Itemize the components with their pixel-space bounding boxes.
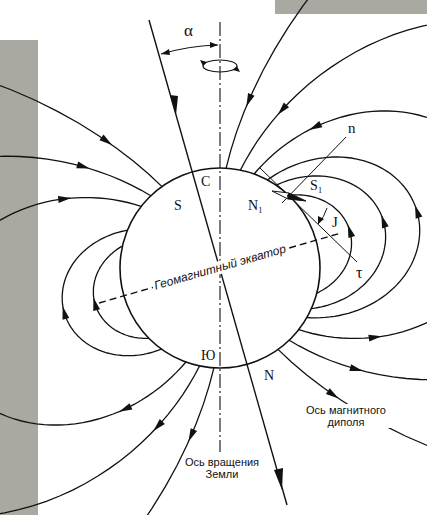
symbol-label: N₁ [246,198,265,213]
symbol-label: α [182,22,195,41]
normal-line [282,135,348,203]
needle-half [272,191,289,199]
field-arrow [415,205,422,218]
field-arrow [246,93,254,106]
axis-caption: Ось вращения Земли [182,456,262,480]
symbol-label: J [330,214,340,231]
needle-pivot [287,194,291,198]
field-arrow [189,428,198,441]
symbol-label: S₁ [308,178,325,193]
field-arrow [93,298,100,311]
geomagnetic-equator [99,233,341,303]
field-arrow [119,403,132,412]
field-arrow [76,162,89,169]
field-arrow [99,135,112,145]
field-arrow [153,419,164,431]
axis-caption: Ось магнитного диполя [296,404,396,428]
field-arrow [349,364,362,371]
field-arrow [368,335,381,342]
field-arrow [326,388,339,398]
symbol-label: n [346,120,358,137]
field-arrow [62,306,69,319]
rotation-arrowhead [233,66,240,72]
axis-arrow [170,95,178,115]
rotation-arrowhead [200,60,207,66]
field-arrow [58,196,71,203]
needle-half [288,193,306,201]
symbol-label: Ю [199,348,217,363]
symbol-label: С [199,174,212,189]
rotation-arrow [203,60,237,72]
inclination-arc [318,208,327,224]
symbol-label: S [172,198,184,213]
field-arrow [381,215,388,228]
side-band [0,40,38,515]
field-arrow [348,225,355,238]
symbol-label: τ [354,264,364,282]
arc-arrow [161,49,170,55]
angle-arc [161,45,218,54]
arc-arrow [318,216,324,224]
symbol-label: N [262,368,276,383]
arc-arrow [210,42,218,48]
field-arrow [278,103,289,115]
rotation-axis [219,22,220,452]
top-band [275,0,427,14]
axis-arrow [274,468,283,490]
field-arrow [309,121,322,130]
